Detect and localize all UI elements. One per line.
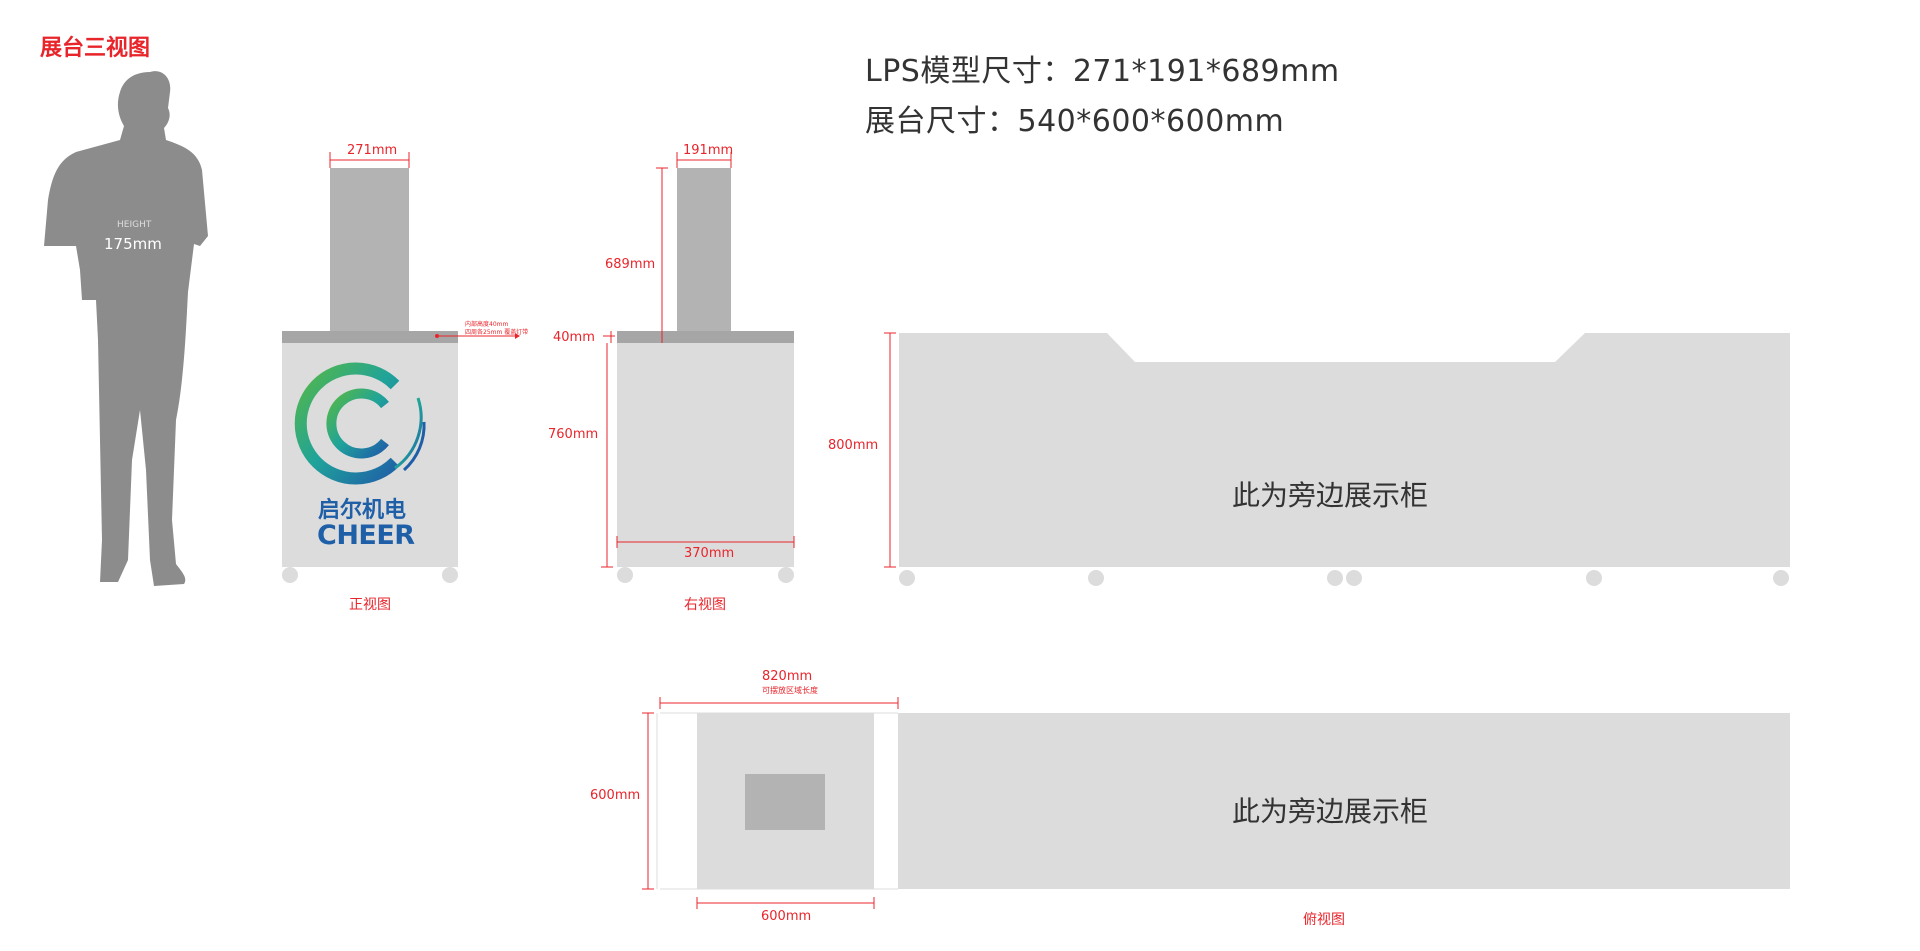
cabinet-wheel: [1327, 570, 1343, 586]
top-width-label: 820mm: [762, 669, 813, 684]
booth-size-spec: 展台尺寸：540*600*600mm: [865, 104, 1285, 139]
top-side-cabinet: [898, 713, 1790, 889]
cabinet-wheel: [899, 570, 915, 586]
cabinet-wheel: [1346, 570, 1362, 586]
brand-en-name: CHEER: [317, 520, 415, 551]
top-cabinet-text: 此为旁边展示柜: [1232, 795, 1429, 828]
person-silhouette: [44, 71, 208, 587]
cabinet-wheel: [1088, 570, 1104, 586]
right-base-label: 370mm: [684, 546, 735, 561]
front-note-line2: 四周各25mm 覆盖灯带: [465, 329, 529, 336]
cabinet-elevation-text: 此为旁边展示柜: [1232, 479, 1429, 512]
right-body-label: 760mm: [548, 427, 599, 442]
top-lps-model: [745, 774, 825, 830]
right-lid: [617, 331, 794, 343]
brand-cn-name: 启尔机电: [318, 498, 407, 523]
cabinet-wheel: [1586, 570, 1602, 586]
right-wheel-left: [617, 567, 633, 583]
top-base-label: 600mm: [761, 909, 812, 924]
cheer-logo-icon: [294, 362, 426, 485]
front-view-caption: 正视图: [349, 597, 391, 613]
right-view-caption: 右视图: [684, 597, 726, 613]
model-size-spec: LPS模型尺寸：271*191*689mm: [865, 54, 1340, 89]
front-width-label: 271mm: [347, 143, 398, 158]
person-height-value: 175mm: [104, 235, 162, 253]
top-width-note: 可摆放区域长度: [762, 686, 818, 695]
right-width-label: 191mm: [683, 143, 734, 158]
front-lps-model: [330, 168, 409, 343]
side-cabinet-elevation: [899, 333, 1790, 567]
right-height-label: 689mm: [605, 257, 656, 272]
front-wheel-left: [282, 567, 298, 583]
top-view-caption: 俯视图: [1303, 912, 1345, 928]
right-wheel-right: [778, 567, 794, 583]
cabinet-height-label: 800mm: [828, 438, 879, 453]
front-wheel-right: [442, 567, 458, 583]
front-note-line1: 内部高度40mm: [465, 321, 509, 328]
front-lid: [282, 331, 458, 343]
cabinet-wheel: [1773, 570, 1789, 586]
person-height-caption: HEIGHT: [117, 220, 152, 230]
right-top-label: 40mm: [553, 330, 595, 345]
top-depth-label: 600mm: [590, 788, 641, 803]
drawing-title: 展台三视图: [40, 36, 151, 61]
right-cabinet: [617, 343, 794, 567]
right-lps-model: [677, 168, 731, 343]
